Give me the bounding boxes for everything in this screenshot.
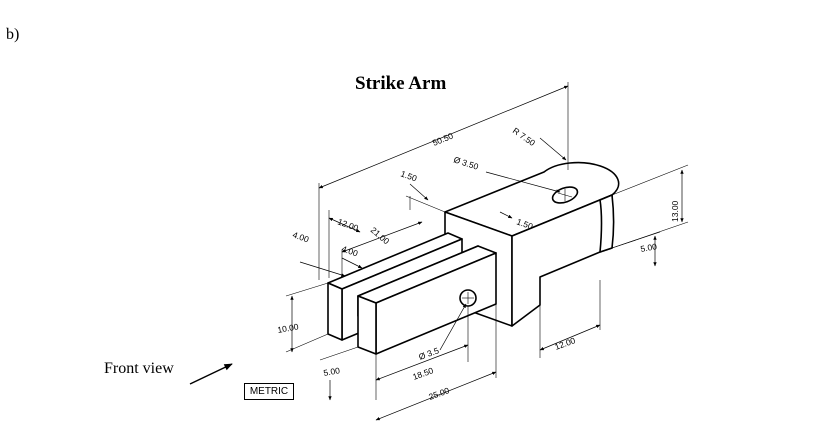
dim-slot-width: 12.00 <box>336 216 360 233</box>
front-view-arrow <box>189 363 233 385</box>
dim-hole-position: 18.50 <box>411 365 435 382</box>
dimension-lines <box>285 82 689 421</box>
dim-tine-width-a: 4.00 <box>291 229 310 244</box>
dim-overall-length: 50.50 <box>431 131 455 148</box>
front-view-label: Front view <box>104 360 174 377</box>
fork-tines <box>327 232 497 355</box>
dim-slot-length: 25.00 <box>427 385 451 402</box>
dim-tine-height: 5.00 <box>323 365 341 378</box>
dim-slot-depth: 21.00 <box>369 225 392 247</box>
dim-step-length: 12.00 <box>553 335 577 352</box>
dim-total-height: 13.00 <box>670 200 680 222</box>
dim-tine-width-b: 4.00 <box>340 243 359 258</box>
dim-hole-dia-top: Ø 3.50 <box>452 154 480 171</box>
metric-badge: METRIC <box>244 383 294 400</box>
dim-hole-dia-side: Ø 3.5 <box>417 345 440 362</box>
part-label: b) <box>6 26 20 43</box>
dim-step-height: 5.00 <box>640 241 658 254</box>
dim-block-height: 10.00 <box>277 321 300 335</box>
dim-offset-a: 1.50 <box>399 168 418 183</box>
dim-radius: R 7.50 <box>511 125 537 148</box>
